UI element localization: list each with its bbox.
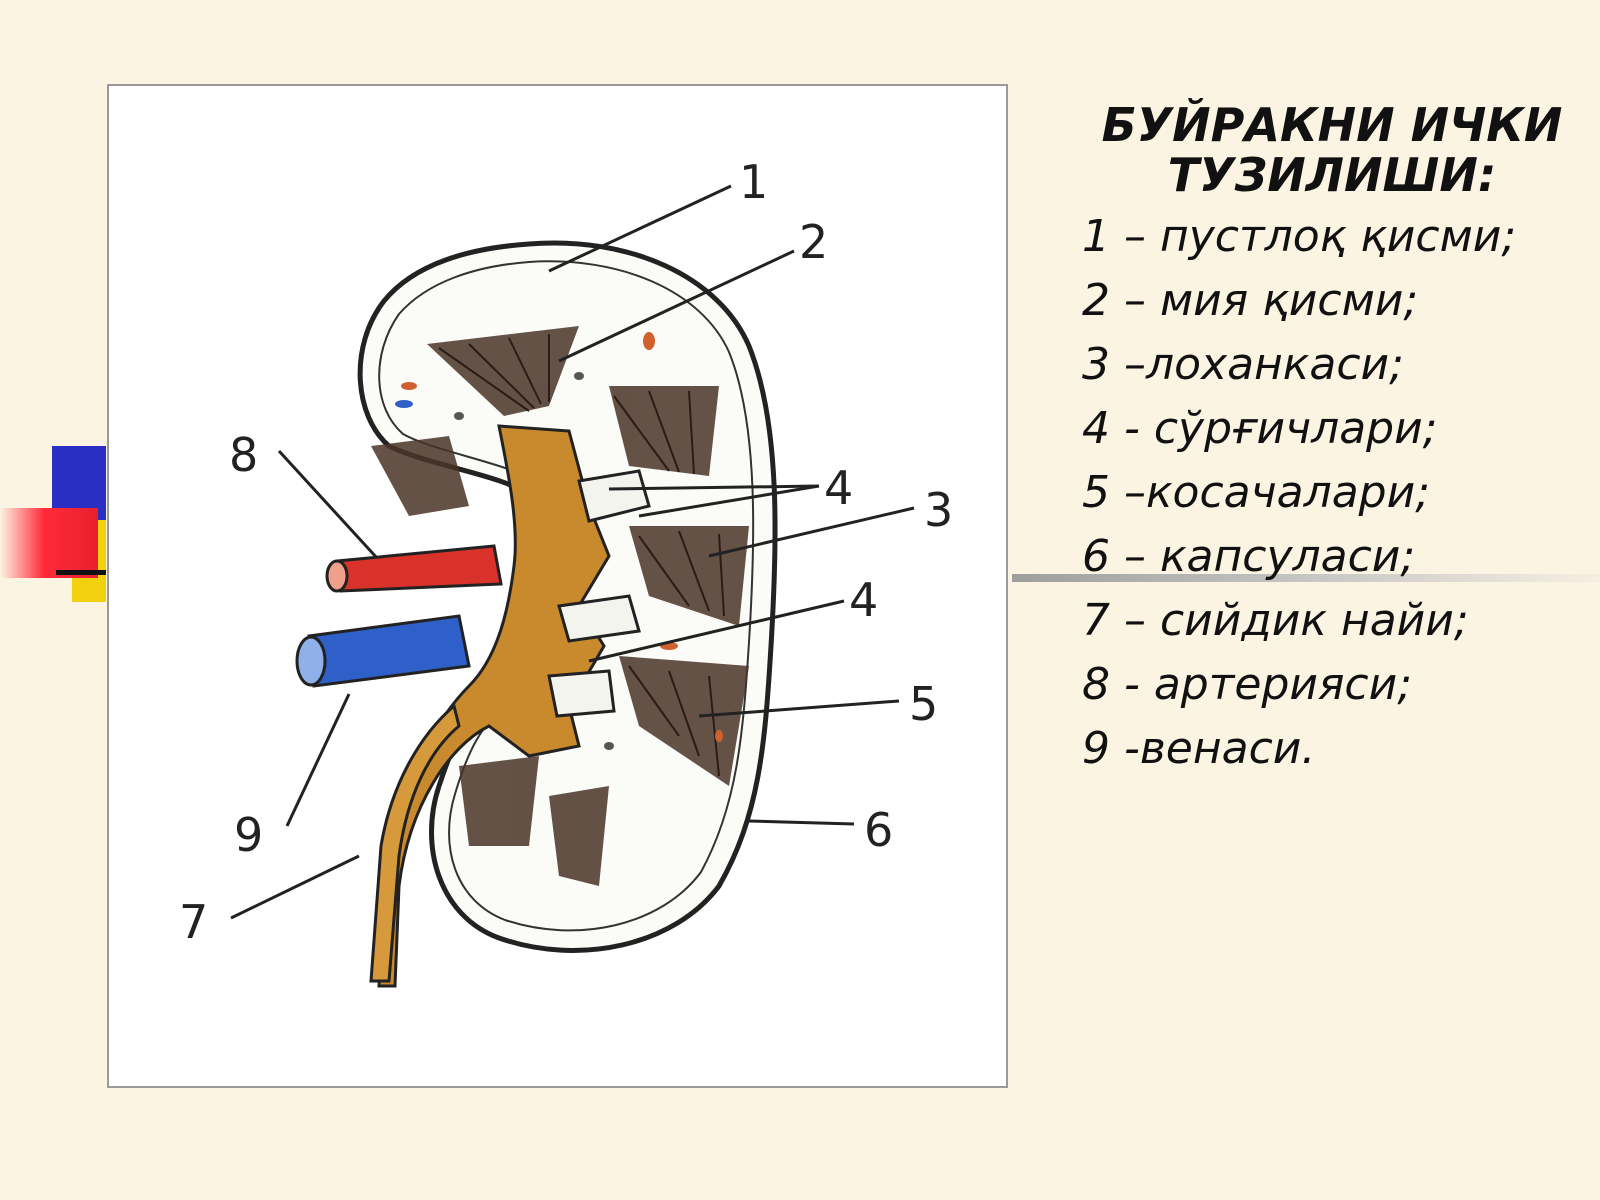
legend-item-3: 3 –лоханкаси;	[1082, 339, 1404, 390]
legend-item-5: 5 –косачалари;	[1082, 467, 1431, 518]
kidney-figure-panel: 1 2 3 4 4 5 6 7 8 9	[107, 84, 1008, 1088]
legend-title-line-1: БУЙРАКНИ ИЧКИ	[1101, 98, 1563, 152]
diagram-label-4a: 4	[824, 461, 853, 515]
minor-calyces	[547, 469, 651, 718]
kidney-cortex-line	[378, 260, 755, 932]
artery-lumen	[325, 559, 349, 593]
decor-red-square	[0, 508, 98, 578]
decor-black-line	[56, 570, 106, 575]
legend-panel: БУЙРАКНИ ИЧКИ ТУЗИЛИШИ: 1 – пустлоқ қисм…	[1082, 100, 1582, 788]
legend-item-7: 7 – сийдик найи;	[1082, 595, 1469, 646]
vein-lumen	[295, 635, 327, 687]
diagram-label-2: 2	[799, 215, 828, 269]
diagram-label-8: 8	[229, 428, 258, 482]
legend-item-2: 2 – мия қисми;	[1082, 275, 1419, 326]
medulla-striations	[438, 334, 725, 777]
legend-item-9: 9 -венаси.	[1082, 723, 1316, 774]
diagram-label-5: 5	[909, 677, 938, 731]
legend-item-1: 1 – пустлоқ қисми;	[1082, 211, 1517, 262]
renal-artery	[335, 544, 503, 593]
legend-item-8: 8 - артерияси;	[1082, 659, 1413, 710]
legend-title: БУЙРАКНИ ИЧКИ ТУЗИЛИШИ:	[1082, 100, 1582, 200]
leader-lines	[230, 184, 915, 920]
legend-item-4: 4 - сўрғичлари;	[1082, 403, 1438, 454]
legend-item-6: 6 – капсуласи;	[1082, 531, 1416, 582]
renal-vein	[307, 614, 471, 688]
diagram-label-3: 3	[924, 483, 953, 537]
diagram-label-7: 7	[179, 895, 208, 949]
cortex-specks	[395, 332, 723, 750]
diagram-label-1: 1	[739, 155, 768, 209]
kidney-diagram: 1 2 3 4 4 5 6 7 8 9	[179, 155, 953, 988]
ureter	[369, 703, 461, 983]
legend-title-line-2: ТУЗИЛИШИ:	[1167, 148, 1497, 202]
diagram-label-6: 6	[864, 803, 893, 857]
decor-gray-line	[1012, 574, 1600, 582]
diagram-label-9: 9	[234, 808, 263, 862]
diagram-label-4b: 4	[849, 573, 878, 627]
